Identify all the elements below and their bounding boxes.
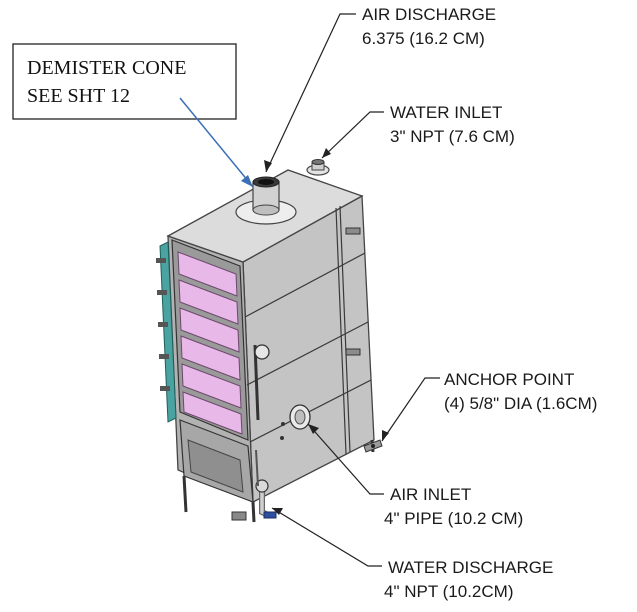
demister-label-line2: SEE SHT 12	[27, 85, 130, 107]
anchor-point-label: ANCHOR POINT	[444, 370, 574, 389]
air-discharge-size: 6.375 (16.2 CM)	[362, 29, 485, 48]
sump-box	[179, 419, 254, 503]
air-inlet-port	[289, 404, 311, 430]
demister-callout-box	[12, 43, 237, 120]
anchor-bolt	[363, 439, 383, 453]
anchor-point-size: (4) 5/8" DIA (1.6CM)	[444, 394, 597, 413]
air-discharge-label: AIR DISCHARGE	[362, 5, 496, 24]
air-inlet-callout: AIR INLET 4" PIPE (10.2 CM)	[384, 485, 523, 528]
water-discharge-label: WATER DISCHARGE	[388, 558, 553, 577]
water-inlet-size: 3" NPT (7.6 CM)	[390, 127, 515, 146]
water-inlet-label: WATER INLET	[390, 103, 502, 122]
panel-side-rail	[159, 241, 177, 423]
anchor-point-callout: ANCHOR POINT (4) 5/8" DIA (1.6CM)	[444, 370, 597, 413]
water-inlet-fitting	[306, 159, 330, 176]
air-inlet-size: 4" PIPE (10.2 CM)	[384, 509, 523, 528]
demister-callout: DEMISTER CONE SEE SHT 12	[12, 43, 254, 188]
air-discharge-outlet	[235, 176, 297, 225]
demister-leader-arrow	[179, 97, 254, 188]
demister-label-line1: DEMISTER CONE	[27, 57, 186, 79]
water-inlet-callout: WATER INLET 3" NPT (7.6 CM)	[390, 103, 515, 146]
media-panel	[156, 239, 249, 441]
air-inlet-label: AIR INLET	[390, 485, 471, 504]
water-discharge-callout: WATER DISCHARGE 4" NPT (10.2CM)	[384, 558, 553, 601]
water-discharge-size: 4" NPT (10.2CM)	[384, 582, 513, 601]
air-discharge-callout: AIR DISCHARGE 6.375 (16.2 CM)	[362, 5, 496, 48]
media-pads	[177, 251, 243, 435]
valve-handle	[263, 511, 277, 519]
water-discharge-pipe	[255, 449, 277, 519]
cooling-tower-unit	[156, 159, 383, 523]
leader-lines	[264, 13, 440, 567]
